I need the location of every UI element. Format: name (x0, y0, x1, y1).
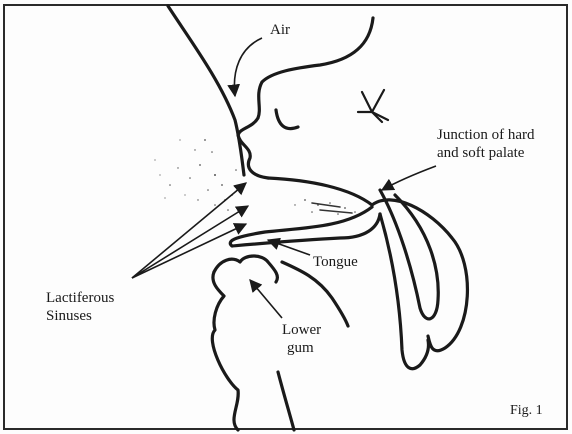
eye-icon (358, 90, 388, 122)
lower-gum-arrow (250, 280, 282, 318)
breast-outline (168, 6, 244, 175)
figure-caption: Fig. 1 (510, 402, 543, 419)
junction-arrow (382, 166, 436, 190)
milk-duct-strokes (312, 203, 352, 213)
figure-frame (4, 5, 567, 429)
label-air: Air (270, 22, 290, 39)
air-arrow (234, 38, 262, 96)
neck-line (278, 372, 294, 430)
label-junction-line-1: Junction of hard (437, 127, 534, 144)
sinus-arrow-3 (132, 224, 246, 278)
lower-gum-outline (214, 256, 277, 282)
label-sinuses-line-1: Lactiferous (46, 290, 114, 307)
label-lower-gum-line-2: gum (287, 340, 314, 357)
baby-face-profile (238, 18, 373, 178)
label-tongue: Tongue (313, 254, 358, 271)
label-sinuses-line-2: Sinuses (46, 308, 92, 325)
throat (380, 214, 429, 369)
nostril (276, 110, 298, 129)
label-lower-gum-line-1: Lower (282, 322, 321, 339)
tongue-outline (230, 207, 380, 246)
label-junction-line-2: and soft palate (437, 145, 524, 162)
jaw-inner-line (282, 262, 348, 326)
sinus-arrow-1 (132, 183, 246, 278)
milk-stipple (154, 139, 355, 215)
chin-jaw (212, 272, 238, 430)
